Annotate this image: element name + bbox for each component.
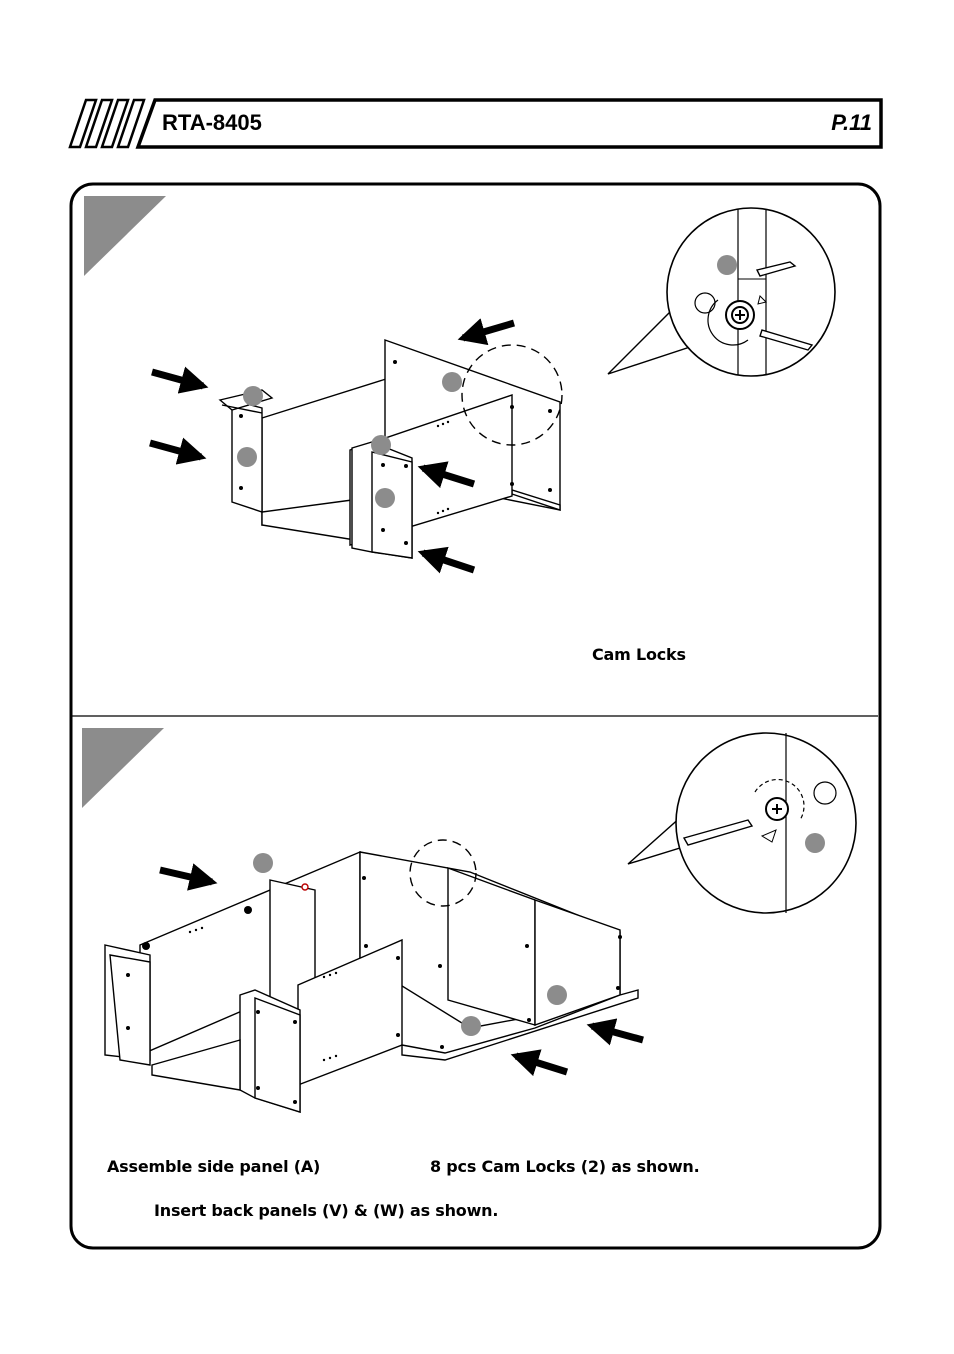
header-stripes — [70, 100, 144, 147]
step2-instruction-second: Insert back panels (V) & (W) as shown. — [154, 1201, 498, 1220]
model-number: RTA-8405 — [162, 110, 262, 136]
cam-locks-label: Cam Locks — [592, 645, 686, 664]
step1-detail-view — [608, 208, 835, 376]
step2-cam-lock-highlight — [302, 884, 308, 890]
step2-detail-view — [628, 733, 856, 913]
step2-assembly — [105, 852, 638, 1112]
step1-marker — [84, 196, 166, 276]
step2-marker — [82, 728, 164, 808]
page-number: P.11 — [831, 110, 872, 136]
step2-instruction-right: 8 pcs Cam Locks (2) as shown. — [430, 1157, 700, 1176]
step2-instruction-left: Assemble side panel (A) — [107, 1157, 320, 1176]
